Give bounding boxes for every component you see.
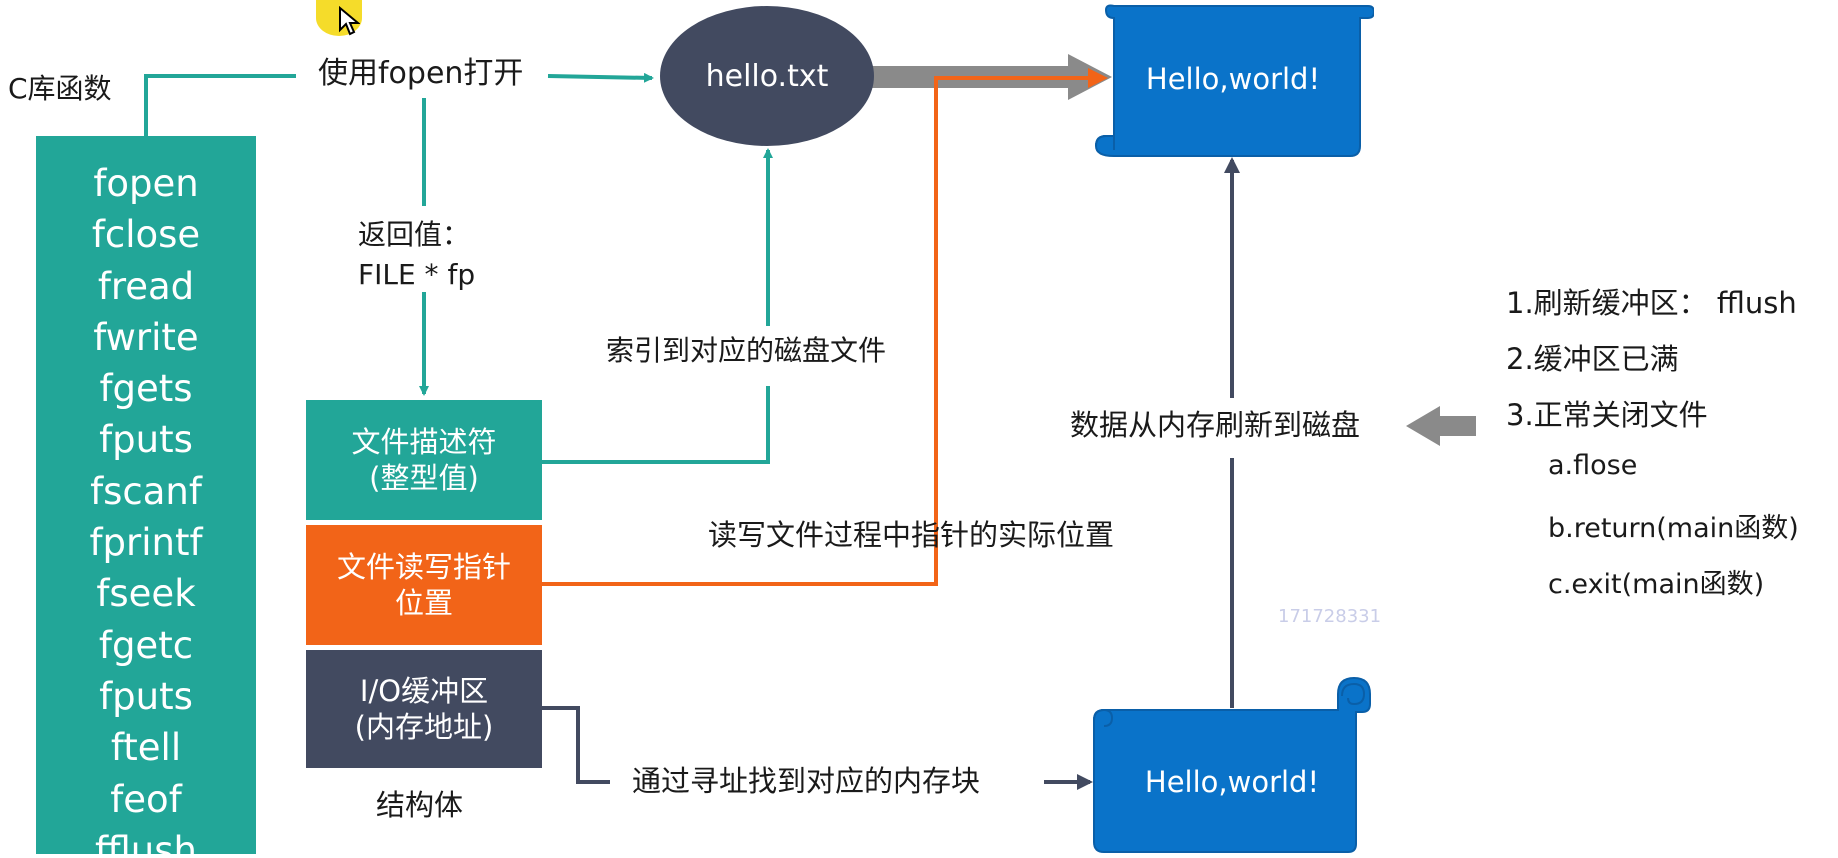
index-label: 索引到对应的磁盘文件 [606, 334, 887, 367]
condition-3c: c.exit(main函数) [1548, 569, 1765, 600]
disk-scroll-label: Hello,world! [1145, 62, 1321, 96]
open-label: 使用fopen打开 [318, 56, 524, 91]
clib-function-item: feof [110, 777, 182, 821]
return-label-2: FILE * fp [358, 258, 476, 291]
file-node-label: hello.txt [705, 58, 829, 94]
condition-3b: b.return(main函数) [1548, 513, 1799, 544]
condition-3a: a.flose [1548, 450, 1638, 481]
clib-function-item: fputs [99, 418, 193, 462]
clib-connector [144, 74, 296, 136]
clib-function-item: fclose [91, 213, 201, 257]
conditions-arrow [1406, 406, 1476, 446]
open-arrow [547, 72, 654, 83]
buf-line-1: I/O缓冲区 [359, 673, 489, 708]
clib-function-item: fflush [95, 828, 197, 854]
clib-function-item: ftell [110, 726, 182, 770]
clib-function-item: fopen [93, 162, 199, 205]
scroll-icon [1094, 4, 1376, 157]
fd-line-1: 文件描述符 [351, 424, 497, 459]
fd-line-2: (整型值) [369, 461, 479, 495]
flush-label: 数据从内存刷新到磁盘 [1070, 408, 1361, 442]
condition-3: 3.正常关闭文件 [1506, 398, 1708, 432]
clib-function-item: fputs [99, 674, 193, 718]
address-connector [542, 706, 610, 784]
pointer-connector [542, 68, 1108, 586]
return-label-1: 返回值： [358, 218, 471, 251]
clib-function-item: fwrite [93, 315, 199, 359]
clib-function-item: fseek [96, 572, 196, 616]
index-connector-bottom [542, 386, 770, 464]
struct-caption: 结构体 [376, 788, 464, 822]
clib-function-item: fscanf [90, 469, 202, 513]
ptr-line-2: 位置 [394, 586, 453, 620]
struct-file-descriptor: 文件描述符 (整型值) [306, 400, 542, 520]
mem-scroll-label: Hello,world! [1144, 765, 1320, 799]
struct-file-pointer: 文件读写指针 位置 [306, 525, 542, 645]
buf-line-2: (内存地址) [354, 710, 494, 744]
clib-function-item: fread [97, 264, 195, 308]
scroll-icon [1093, 676, 1371, 853]
memory-block-scroll: Hello,world! [1090, 676, 1374, 854]
condition-2: 2.缓冲区已满 [1506, 342, 1679, 376]
clib-title: C库函数 [8, 72, 112, 105]
address-label: 通过寻址找到对应的内存块 [632, 764, 981, 798]
clib-function-list: fopen fclose fread fwrite fgets fputs fscanf fp… [36, 136, 256, 854]
struct-io-buffer: I/O缓冲区 (内存地址) [306, 650, 542, 768]
pointer-label: 读写文件过程中指针的实际位置 [708, 518, 1115, 552]
clib-function-item: fprintf [89, 521, 203, 565]
ptr-line-1: 文件读写指针 [336, 549, 511, 584]
clib-function-item: fgetc [98, 623, 194, 667]
watermark-text: 171728331 [1278, 606, 1382, 627]
mouse-cursor-icon [339, 6, 360, 36]
disk-file-scroll: Hello,world! [1092, 0, 1376, 158]
clib-function-item: fgets [99, 367, 193, 411]
file-node-hello-txt: hello.txt [660, 6, 874, 146]
condition-1: 1.刷新缓冲区： fflush [1506, 286, 1797, 320]
